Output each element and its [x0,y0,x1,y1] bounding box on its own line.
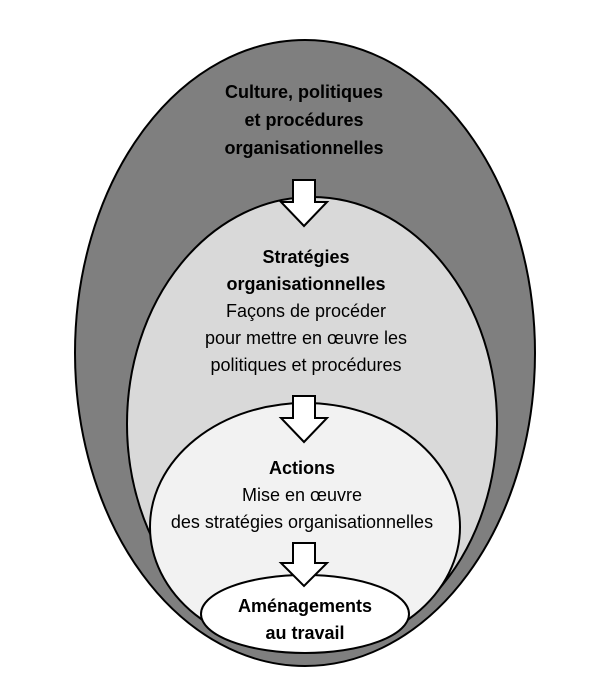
strategies-title-line-1: Stratégies [262,247,349,267]
culture-title-line-1: Culture, politiques [225,82,383,102]
amenagements-title-line-1: Aménagements [238,596,372,616]
actions-desc-line-1: Mise en œuvre [242,485,362,505]
strategies-desc-line-1: Façons de procéder [226,301,386,321]
down-arrow-icon [278,179,330,228]
culture-title-line-3: organisationnelles [224,138,383,158]
strategies-desc-line-3: politiques et procédures [210,355,401,375]
culture-title-line-2: et procédures [244,110,363,130]
down-arrow-icon [278,395,330,444]
down-arrow-icon [278,542,330,588]
amenagements-title-line-2: au travail [265,623,344,643]
actions-desc-line-2: des stratégies organisationnelles [171,512,433,532]
strategies-title-line-2: organisationnelles [226,274,385,294]
strategies-desc-line-2: pour mettre en œuvre les [205,328,407,348]
actions-title: Actions [269,458,335,478]
